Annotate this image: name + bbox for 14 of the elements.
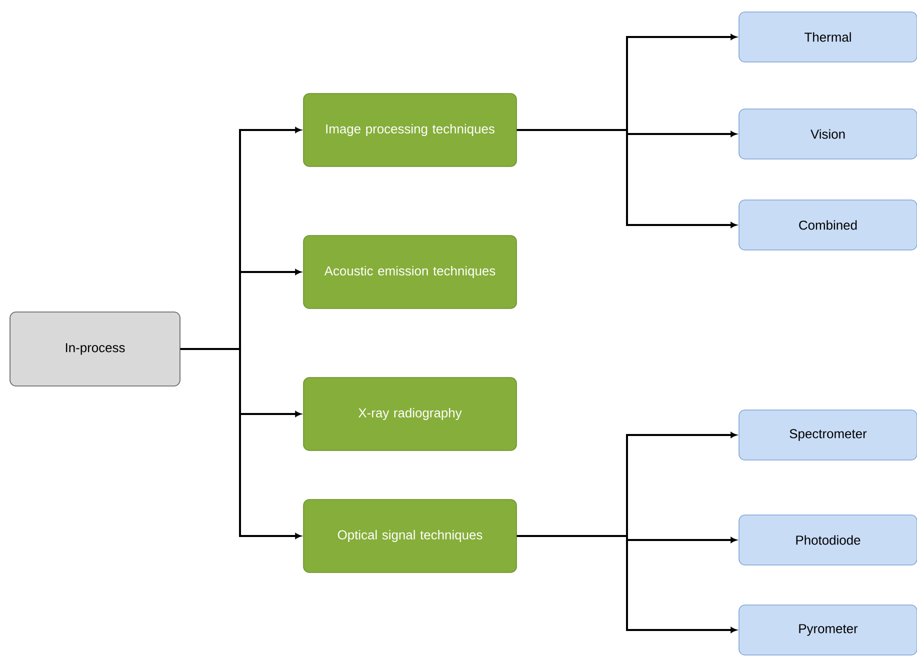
technique-box: Acoustic emission techniques: [303, 235, 517, 309]
arrow: [180, 348, 302, 539]
sensor-box: Photodiode: [738, 514, 917, 566]
technique-box: Image processing techniques: [303, 93, 517, 167]
sensor-box: Spectrometer: [738, 410, 917, 460]
sensor-box: Combined: [738, 200, 917, 250]
sensor-box: Vision: [738, 108, 917, 160]
sensor-box: Thermal: [738, 12, 917, 62]
arrow: [516, 129, 737, 228]
technique-box: Optical signal techniques: [303, 499, 517, 573]
sensor-box: Pyrometer: [738, 604, 917, 656]
technique-box: X-ray radiography: [303, 377, 517, 451]
process-box: In-process: [10, 312, 180, 386]
arrow: [516, 535, 737, 633]
